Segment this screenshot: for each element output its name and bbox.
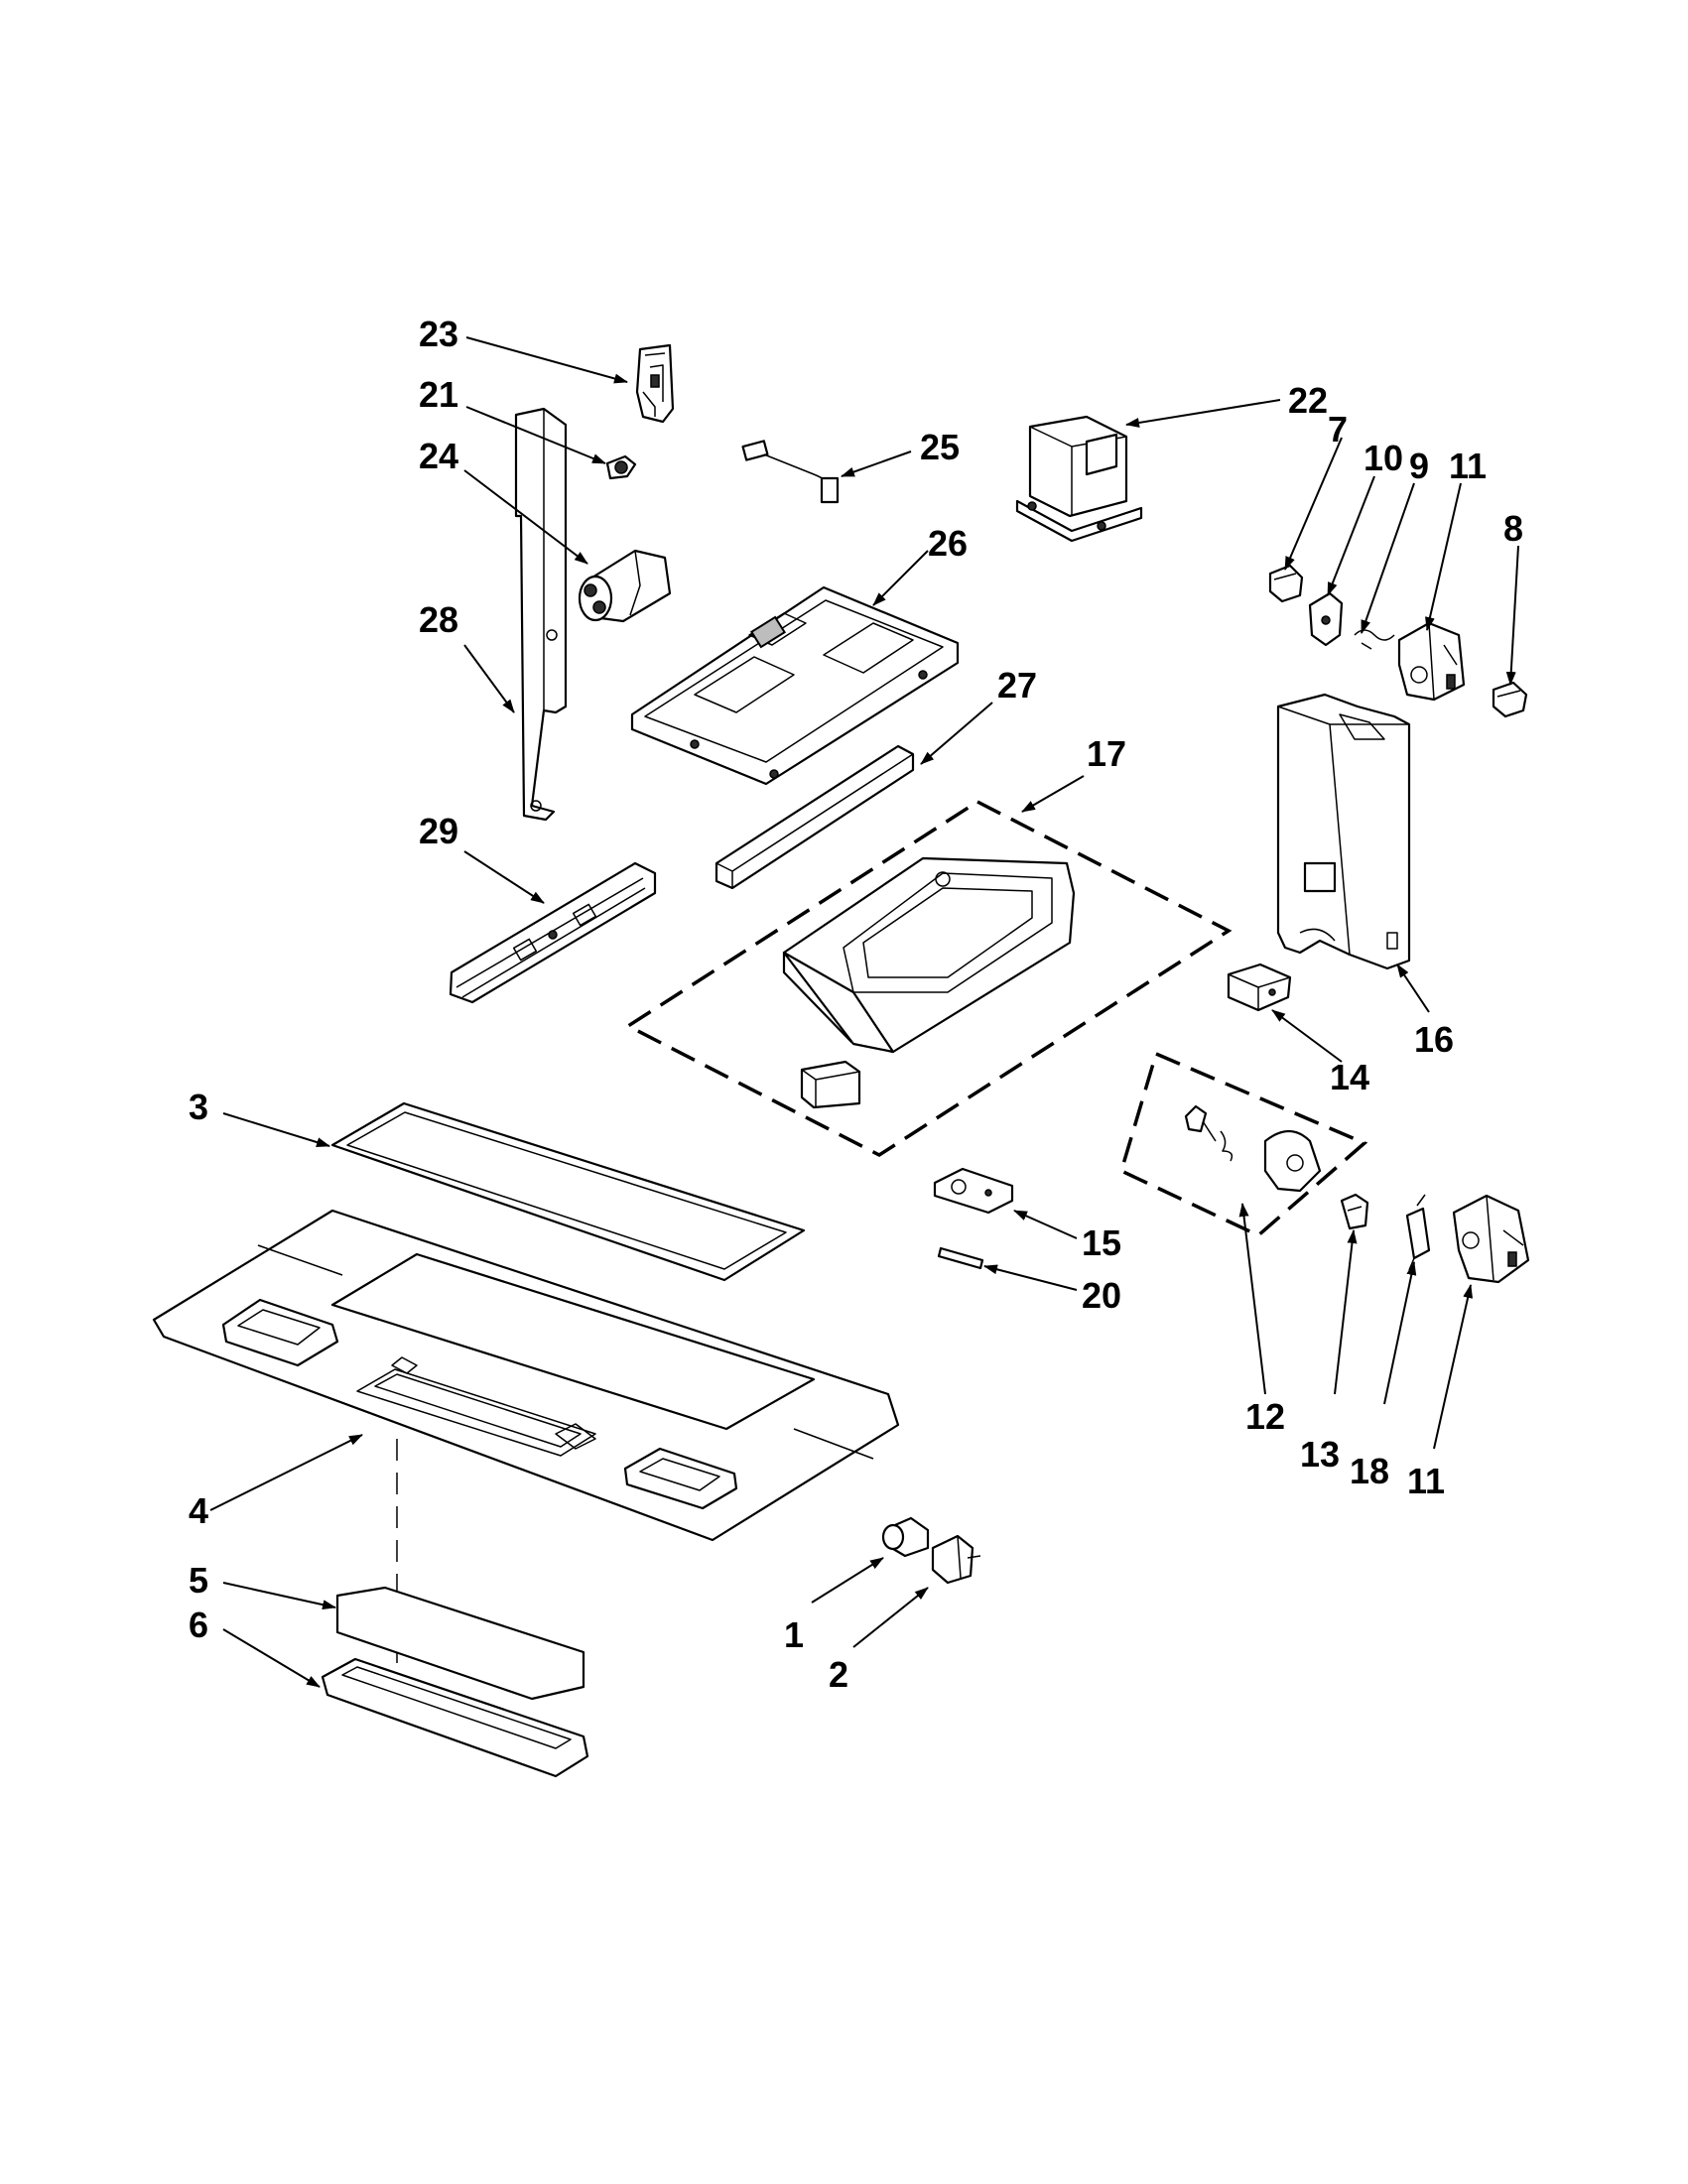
part-14-fuse-block (1227, 963, 1292, 1012)
callout-3: 3 (189, 1087, 208, 1127)
callout-9: 9 (1409, 446, 1429, 486)
callout-labels: 23 21 24 28 29 25 26 27 17 22 7 10 9 11 … (189, 314, 1523, 1695)
part-16-air-guide (1276, 693, 1411, 970)
callout-8: 8 (1503, 508, 1523, 549)
part-3-panel (330, 1101, 806, 1282)
callout-1: 1 (784, 1614, 804, 1655)
part-17-duct-assembly-group (624, 799, 1233, 1158)
part-4-bottom-plate (152, 1209, 900, 1542)
part-28-bracket (514, 407, 568, 822)
callout-4: 4 (189, 1490, 208, 1531)
callout-11-lower: 11 (1407, 1461, 1445, 1501)
callout-17: 17 (1087, 733, 1126, 774)
callout-26: 26 (928, 523, 968, 564)
part-22-transformer (1015, 415, 1143, 543)
part-18-switch (1405, 1194, 1431, 1271)
callout-16: 16 (1414, 1019, 1454, 1060)
callout-10: 10 (1363, 438, 1403, 478)
part-24-capacitor (578, 549, 672, 623)
callout-13: 13 (1300, 1434, 1340, 1475)
part-2-lamp (931, 1534, 981, 1585)
part-1-lamp-socket (881, 1516, 930, 1558)
callout-25: 25 (920, 427, 960, 467)
callout-11-upper: 11 (1449, 446, 1487, 486)
callout-7: 7 (1328, 409, 1348, 450)
callout-22: 22 (1288, 380, 1328, 421)
part-12-motor-assembly-group (1118, 1051, 1368, 1238)
part-7-switch-holder (1268, 564, 1304, 603)
callout-29: 29 (419, 811, 458, 851)
callout-6: 6 (189, 1605, 208, 1645)
part-10-lever (1308, 591, 1344, 647)
part-27-strip (714, 744, 915, 890)
callout-5: 5 (189, 1560, 208, 1601)
leader-lines (209, 336, 1519, 1688)
callout-18: 18 (1350, 1451, 1389, 1491)
callout-14: 14 (1330, 1057, 1369, 1097)
callout-24: 24 (419, 436, 458, 476)
part-25-wire-lead (741, 440, 840, 504)
part-5-cover (335, 1586, 585, 1701)
part-29-bracket (449, 861, 657, 1004)
callout-21: 21 (419, 374, 458, 415)
part-8-switch-holder (1492, 681, 1528, 718)
callout-12: 12 (1245, 1396, 1285, 1437)
part-9-spring (1354, 629, 1395, 650)
part-26-mounting-plate (630, 585, 960, 786)
part-11-interlock-switch-lower (1452, 1194, 1530, 1284)
callout-15: 15 (1082, 1222, 1121, 1263)
callout-23: 23 (419, 314, 458, 354)
part-21-thermal-cutoff (605, 454, 637, 480)
part-15-plate (933, 1167, 1014, 1215)
part-11-interlock-switch-upper (1397, 621, 1466, 702)
part-6-frame (321, 1657, 589, 1778)
callout-28: 28 (419, 599, 458, 640)
part-13-small-part (1340, 1193, 1369, 1230)
part-23-relay-bracket (635, 343, 675, 424)
part-20-fuse (937, 1246, 984, 1270)
callout-20: 20 (1082, 1275, 1121, 1316)
callout-27: 27 (997, 665, 1037, 706)
callout-2: 2 (829, 1654, 848, 1695)
